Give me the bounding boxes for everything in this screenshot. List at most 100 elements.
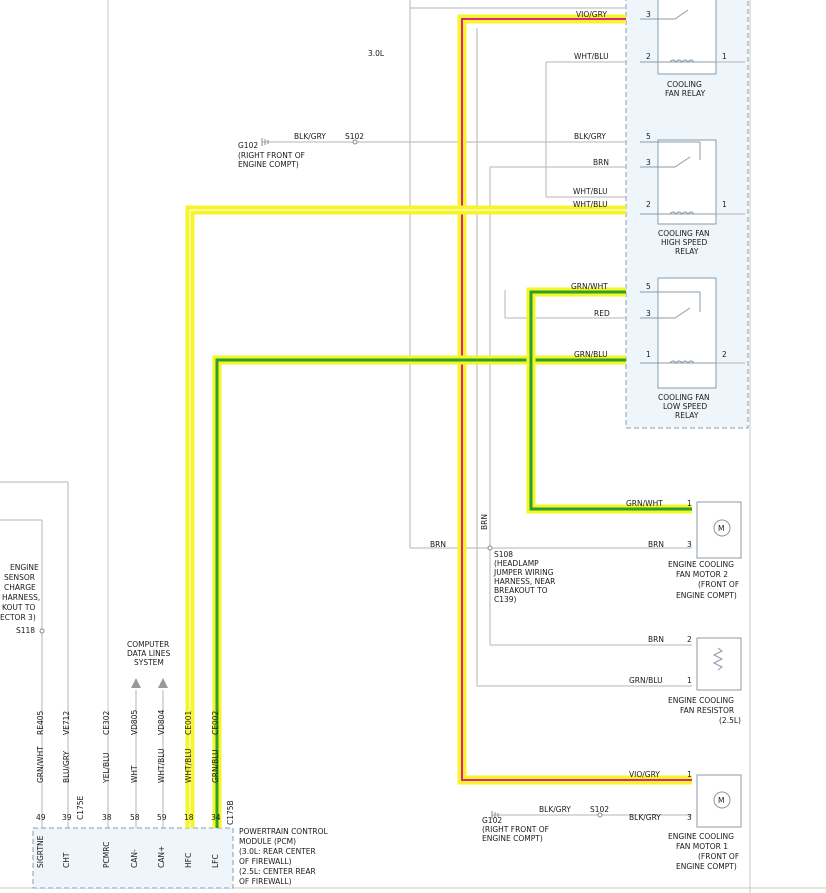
blk-gry-top-label: BLK/GRY	[294, 132, 326, 141]
splice-s108	[487, 545, 493, 551]
motor1-name-4: ENGINE COMPT)	[676, 862, 737, 871]
pcm-title-6: OF FIREWALL)	[239, 877, 292, 886]
pcm-function-5: HFC	[184, 853, 193, 868]
sensor-label-4: HARNESS,	[2, 593, 40, 602]
relay3-name-2: LOW SPEED	[663, 402, 707, 411]
pcm-title-3: (3.0L: REAR CENTER	[239, 847, 316, 856]
sensor-label-1: ENGINE	[10, 563, 39, 572]
relay3-red: RED	[594, 309, 610, 318]
relay2-wht-blu-a: WHT/BLU	[573, 187, 608, 196]
g102-top-desc-1: (RIGHT FRONT OF	[238, 151, 305, 160]
motor2-pin3: 3	[687, 540, 692, 549]
brn-vertical-label: BRN	[480, 514, 489, 530]
engine-3-0-label: 3.0L	[368, 49, 385, 58]
motor1-name-2: FAN MOTOR 1	[676, 842, 728, 851]
g102-bottom-label: G102	[482, 816, 502, 825]
pcm-pin-3: 58	[130, 813, 140, 822]
pcm-wire-color-2: YEL/BLU	[102, 753, 111, 784]
g102-bottom-desc-2: ENGINE COMPT)	[482, 834, 543, 843]
relay2-pin5: 5	[646, 132, 651, 141]
g102-top-desc-2: ENGINE COMPT)	[238, 160, 299, 169]
relay3-grn-blu: GRN/BLU	[574, 350, 608, 359]
pcm-circuit-0: RE405	[36, 711, 45, 735]
motor1-blk-gry: BLK/GRY	[629, 813, 661, 822]
pcm-connector-c175b: C175B	[226, 800, 235, 825]
pcm-pin-6: 34	[211, 813, 221, 822]
splices	[39, 139, 603, 818]
relay3-name-3: RELAY	[675, 411, 699, 420]
low-speed-relay-labels: GRN/WHT 5 RED 3 GRN/BLU 1 2 COOLING FAN …	[571, 282, 727, 420]
resistor-grn-blu: GRN/BLU	[629, 676, 663, 685]
pcm-title: POWERTRAIN CONTROL MODULE (PCM) (3.0L: R…	[76, 795, 329, 886]
pcm-pin-0: 49	[36, 813, 46, 822]
high-speed-relay-labels: BLK/GRY 5 BRN 3 WHT/BLU WHT/BLU 2 1 COOL…	[573, 132, 727, 256]
relay2-name-1: COOLING FAN	[658, 229, 710, 238]
pcm-connector-c175e: C175E	[76, 795, 85, 820]
relay2-name-2: HIGH SPEED	[661, 238, 707, 247]
s108-desc-3: HARNESS, NEAR	[494, 577, 555, 586]
s108-desc-1: (HEADLAMP	[494, 559, 539, 568]
relay2-pin2: 2	[646, 200, 651, 209]
highlight-wires	[185, 14, 692, 828]
can-minus-arrow	[131, 678, 141, 688]
relay1-vio-gry: VIO/GRY	[576, 10, 607, 19]
pcm-circuit-3: VD805	[130, 710, 139, 735]
relay3-pin3: 3	[646, 309, 651, 318]
pcm-title-2: MODULE (PCM)	[239, 837, 296, 846]
cooling-fan-low-speed-relay	[640, 277, 735, 389]
s108-desc-2: JUMPER WIRING	[493, 568, 554, 577]
fan-motor-2-labels: GRN/WHT 1 BRN 3 M ENGINE COOLING FAN MOT…	[626, 499, 739, 600]
motor2-symbol: M	[718, 524, 724, 533]
relay1-pin3: 3	[646, 10, 651, 19]
can-plus-arrow	[158, 678, 168, 688]
resistor-brn: BRN	[648, 635, 664, 644]
relay1-pin1: 1	[722, 52, 727, 61]
pcm-circuit-4: VD804	[157, 710, 166, 735]
pcm-title-4: OF FIREWALL)	[239, 857, 292, 866]
g102-bottom-desc-1: (RIGHT FRONT OF	[482, 825, 549, 834]
s108-desc-5: C139)	[494, 595, 517, 604]
plain-wires	[0, 0, 745, 828]
relay3-grn-wht: GRN/WHT	[571, 282, 608, 291]
resistor-name-3: (2.5L)	[719, 716, 741, 725]
pcm-title-1: POWERTRAIN CONTROL	[239, 827, 329, 836]
s108-desc-4: BREAKOUT TO	[494, 586, 548, 595]
fan-resistor-labels: BRN 2 GRN/BLU 1 ENGINE COOLING FAN RESIS…	[629, 635, 741, 725]
motor1-pin3: 3	[687, 813, 692, 822]
pcm-pin-2: 38	[102, 813, 112, 822]
fan-motor-1-box	[696, 774, 742, 828]
pcm-box	[32, 827, 234, 889]
relay3-pin2: 2	[722, 350, 727, 359]
pcm-function-4: CAN+	[157, 846, 166, 868]
relay3-pin1: 1	[646, 350, 651, 359]
g102-top-label: G102	[238, 141, 258, 150]
pcm-circuit-1: VE712	[62, 711, 71, 735]
relay2-pin1: 1	[722, 200, 727, 209]
motor2-brn: BRN	[648, 540, 664, 549]
pcm-function-3: CAN-	[130, 849, 139, 868]
relay2-pin3: 3	[646, 158, 651, 167]
motor2-name-3: (FRONT OF	[698, 580, 739, 589]
cds-label-2: DATA LINES	[127, 649, 170, 658]
splice-s102-top	[352, 139, 358, 145]
resistor-name-2: FAN RESISTOR	[680, 706, 734, 715]
s102-top-label: S102	[345, 132, 364, 141]
fan-motor-2-box	[696, 501, 742, 559]
s102-bottom-label: S102	[590, 805, 609, 814]
relay2-wht-blu-b: WHT/BLU	[573, 200, 608, 209]
relay1-pin2: 2	[646, 52, 651, 61]
sensor-label-6: ECTOR 3)	[0, 613, 36, 622]
sensor-label-3: CHARGE	[4, 583, 36, 592]
pcm-wire-color-6: GRN/BLU	[211, 749, 220, 783]
relay1-name-1: COOLING	[667, 80, 702, 89]
pcm-pin-4: 59	[157, 813, 167, 822]
fan-motor-1-labels: VIO/GRY 1 BLK/GRY 3 M ENGINE COOLING FAN…	[629, 770, 739, 871]
blk-gry-bottom-label: BLK/GRY	[539, 805, 571, 814]
motor2-pin1: 1	[687, 499, 692, 508]
motor1-name-1: ENGINE COOLING	[668, 832, 734, 841]
pcm-circuit-5: CE001	[184, 710, 193, 735]
pcm-pin-5: 18	[184, 813, 194, 822]
cooling-fan-relay-labels: VIO/GRY 3 WHT/BLU 2 1 COOLING FAN RELAY	[574, 10, 727, 98]
